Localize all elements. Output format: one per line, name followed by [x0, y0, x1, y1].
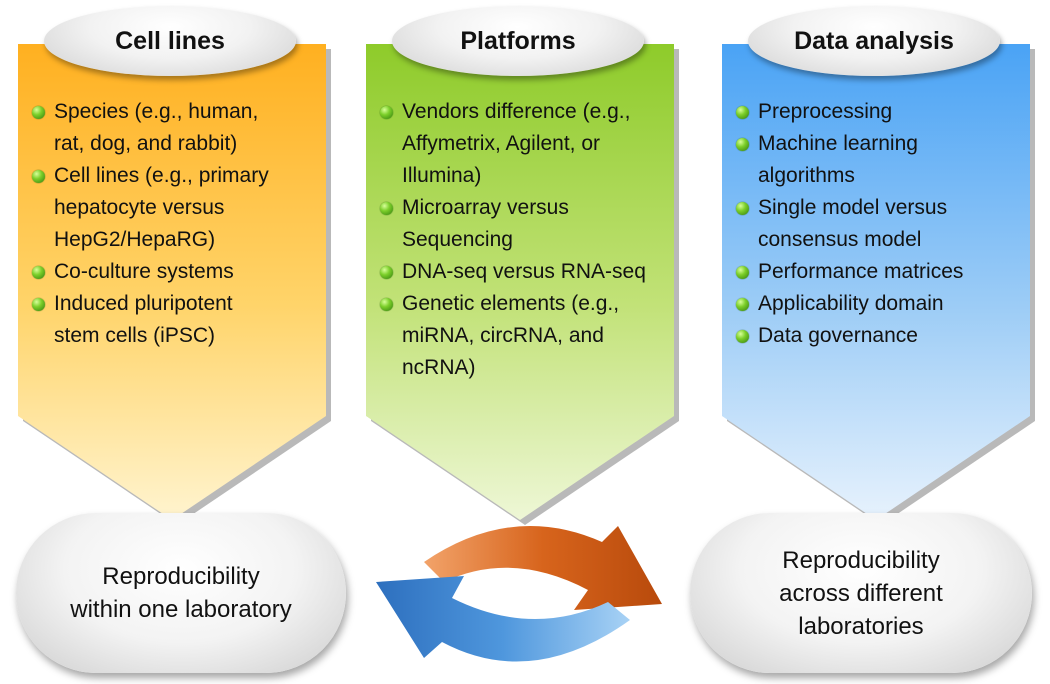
list-item: Species (e.g., human,rat, dog, and rabbi…: [30, 96, 340, 160]
cell-lines-column: Cell lines Species (e.g., human,rat, dog…: [12, 0, 344, 530]
green-bullet-icon: [32, 266, 45, 279]
across-labs-reproducibility-oval: Reproducibility across different laborat…: [690, 513, 1032, 673]
green-bullet-icon: [32, 170, 45, 183]
within-lab-reproducibility-oval: Reproducibility within one laboratory: [16, 513, 346, 673]
green-bullet-icon: [32, 298, 45, 311]
list-item: Vendors difference (e.g.,Affymetrix, Agi…: [378, 96, 688, 192]
green-bullet-icon: [736, 138, 749, 151]
cell-lines-title: Cell lines: [44, 6, 296, 76]
green-bullet-icon: [380, 298, 393, 311]
data-analysis-title: Data analysis: [748, 6, 1000, 76]
green-bullet-icon: [380, 202, 393, 215]
green-bullet-icon: [736, 266, 749, 279]
list-item: Genetic elements (e.g.,miRNA, circRNA, a…: [378, 288, 688, 384]
green-bullet-icon: [736, 202, 749, 215]
orange-arrow-panel: [18, 44, 331, 525]
data-analysis-column: Data analysis Preprocessing Machine lear…: [716, 0, 1048, 530]
blue-cycle-arrow-icon: [376, 576, 630, 662]
platforms-title: Platforms: [392, 6, 644, 76]
orange-cycle-arrow-icon: [424, 526, 662, 610]
green-bullet-icon: [380, 266, 393, 279]
green-bullet-icon: [736, 330, 749, 343]
list-item: Performance matrices: [734, 256, 1044, 288]
green-arrow-panel: [366, 44, 679, 525]
green-bullet-icon: [736, 106, 749, 119]
cell-lines-list: Species (e.g., human,rat, dog, and rabbi…: [30, 96, 340, 352]
list-item: Data governance: [734, 320, 1044, 352]
list-item: Preprocessing: [734, 96, 1044, 128]
list-item: Applicability domain: [734, 288, 1044, 320]
green-bullet-icon: [736, 298, 749, 311]
platforms-column: Platforms Vendors difference (e.g.,Affym…: [360, 0, 692, 530]
green-bullet-icon: [380, 106, 393, 119]
list-item: Co-culture systems: [30, 256, 340, 288]
green-bullet-icon: [32, 106, 45, 119]
cycle-arrows: [376, 526, 662, 662]
blue-arrow-panel: [722, 44, 1035, 525]
list-item: DNA-seq versus RNA-seq: [378, 256, 688, 288]
platforms-list: Vendors difference (e.g.,Affymetrix, Agi…: [378, 96, 688, 384]
